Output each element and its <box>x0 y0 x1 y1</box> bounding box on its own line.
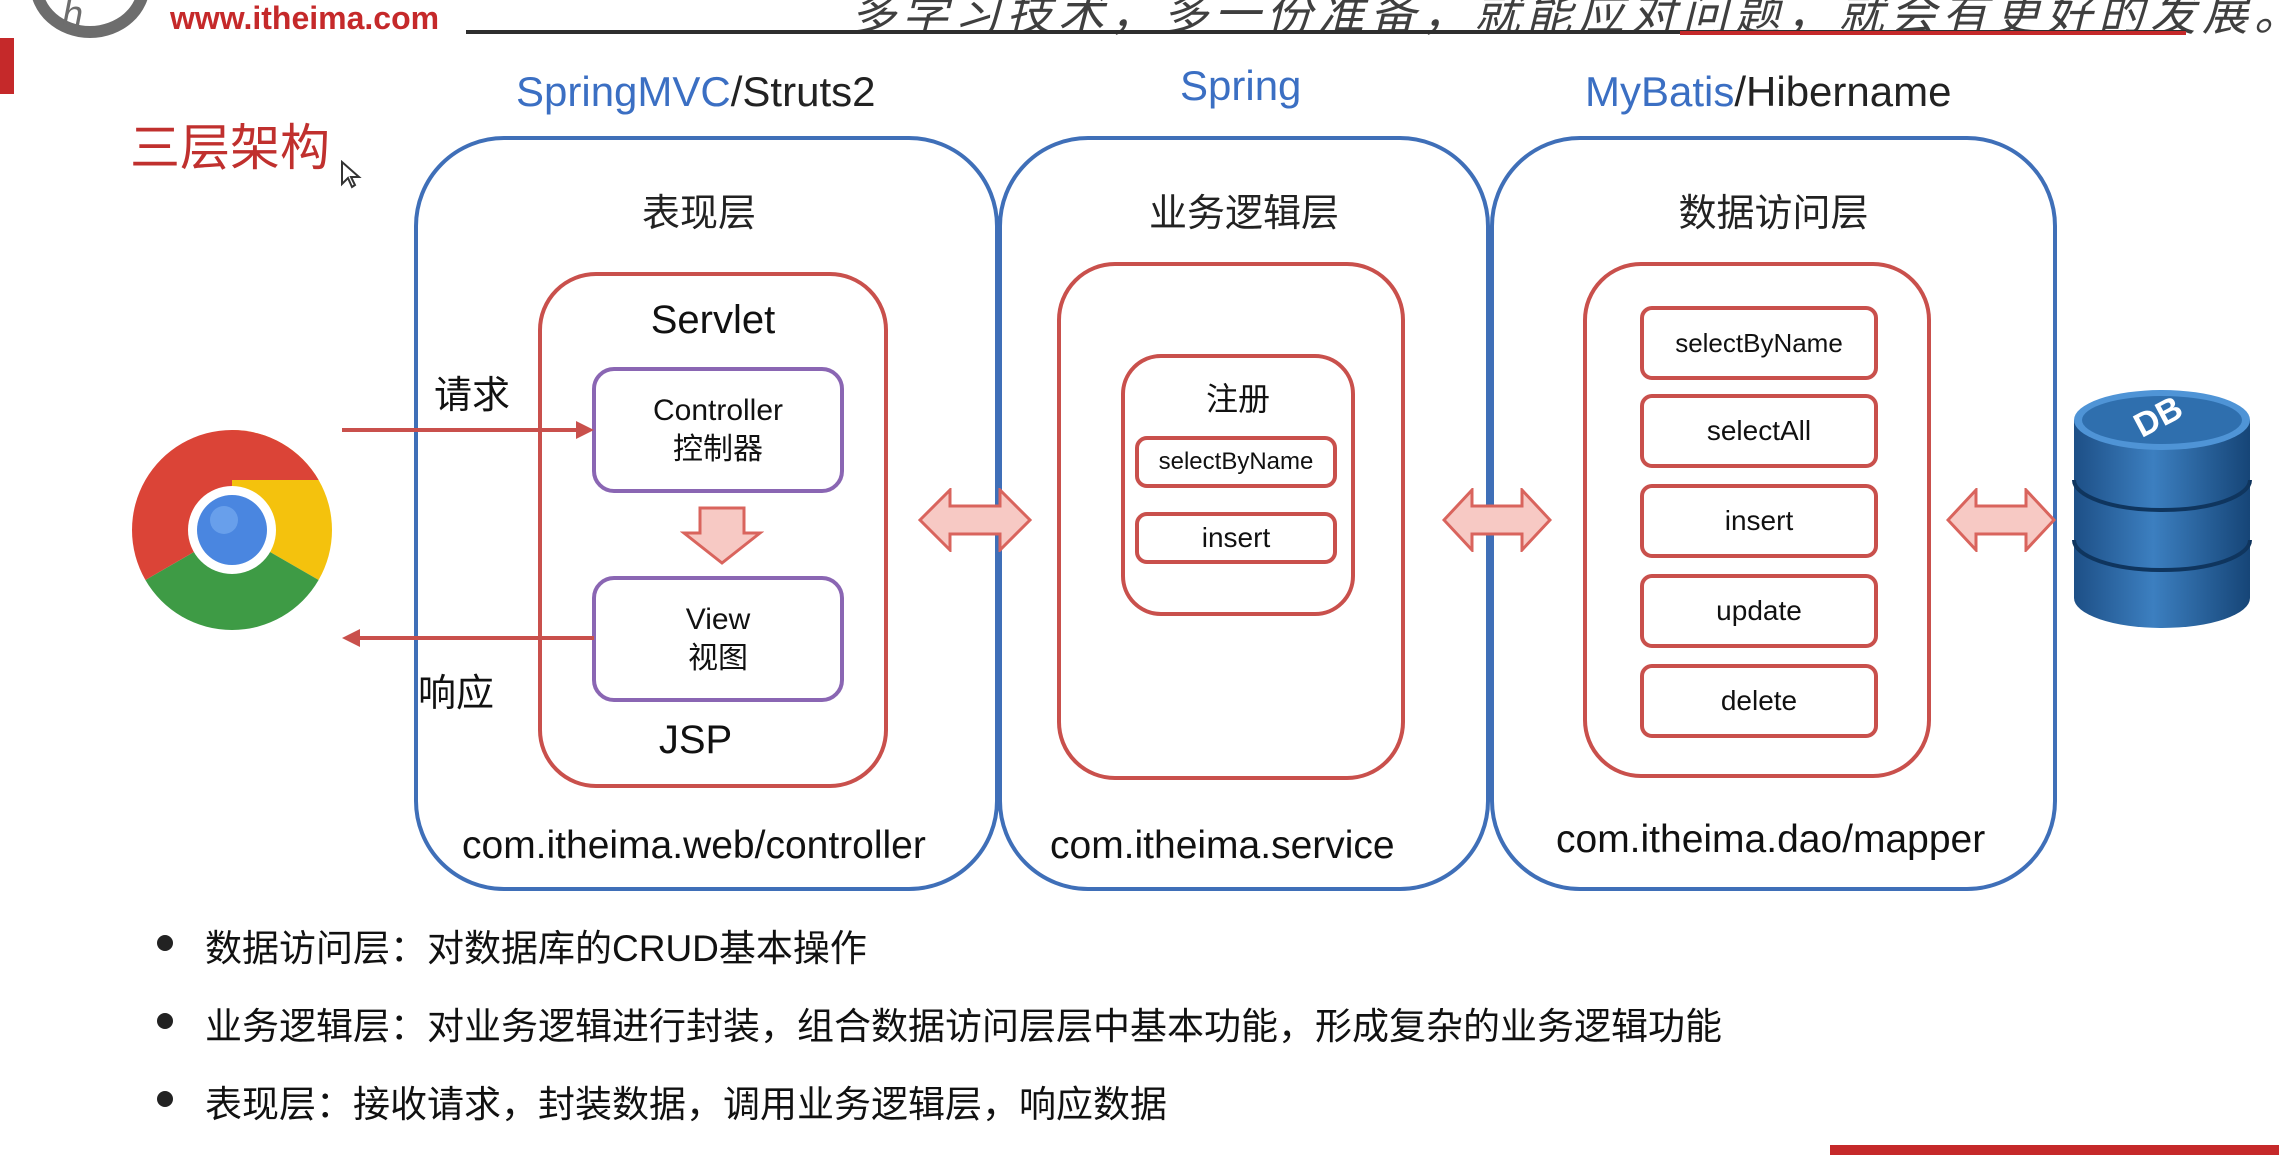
service-method-insert: insert <box>1135 512 1337 564</box>
servlet-container <box>538 272 888 788</box>
chrome-browser-icon <box>132 430 332 630</box>
tech-label-presentation: SpringMVC/Struts2 <box>516 68 875 116</box>
controller-label-en: Controller <box>652 394 784 427</box>
dao-method-selectall: selectAll <box>1640 394 1878 468</box>
presentation-package: com.itheima.web/controller <box>462 824 926 867</box>
controller-label-cn: 控制器 <box>673 433 763 466</box>
double-arrow-icon <box>1946 488 2056 552</box>
logo <box>30 0 150 38</box>
bullet-dot <box>157 935 173 951</box>
service-layer-title: 业务逻辑层 <box>1148 193 1339 235</box>
bullet-service: 业务逻辑层：对业务逻辑进行封装，组合数据访问层层中基本功能，形成复杂的业务逻辑功… <box>205 1006 1722 1047</box>
tech-label-service: Spring <box>1180 62 1301 110</box>
header-divider <box>466 30 2186 34</box>
dao-layer-title: 数据访问层 <box>1678 193 1869 235</box>
dao-method-selectbyname: selectByName <box>1640 306 1878 380</box>
response-label: 响应 <box>418 673 495 715</box>
service-package: com.itheima.service <box>1050 824 1395 867</box>
tech-struts2: /Struts2 <box>730 68 876 115</box>
header-accent-line <box>1680 31 2186 35</box>
dao-method-delete: delete <box>1640 664 1878 738</box>
site-url: www.itheima.com <box>170 0 440 36</box>
view-label-en: View <box>685 603 751 636</box>
down-arrow-icon <box>680 506 764 565</box>
tech-label-dao: MyBatis/Hibername <box>1585 68 1951 116</box>
dao-method-insert: insert <box>1640 484 1878 558</box>
bullet-dot <box>157 1091 173 1107</box>
tech-hibername: /Hibername <box>1734 68 1952 115</box>
register-label: 注册 <box>1205 381 1270 417</box>
double-arrow-icon <box>1442 488 1552 552</box>
bullet-dao: 数据访问层：对数据库的CRUD基本操作 <box>205 928 867 969</box>
tech-spring: Spring <box>1180 62 1302 109</box>
register-group <box>1121 354 1355 616</box>
request-arrow <box>342 421 594 439</box>
response-arrow <box>342 629 594 647</box>
header-red-tab <box>0 38 14 94</box>
page-title: 三层架构 <box>130 119 330 177</box>
controller-box: Controller 控制器 <box>592 367 844 493</box>
database-icon <box>2072 390 2252 628</box>
view-label-cn: 视图 <box>688 642 748 675</box>
jsp-label: JSP <box>658 718 733 762</box>
request-label: 请求 <box>434 375 511 417</box>
bullet-presentation: 表现层：接收请求，封装数据，调用业务逻辑层，响应数据 <box>205 1084 1167 1125</box>
footer-accent-bar <box>1830 1145 2279 1155</box>
bullet-dot <box>157 1013 173 1029</box>
servlet-label: Servlet <box>650 298 776 342</box>
service-method-selectbyname: selectByName <box>1135 436 1337 488</box>
presentation-layer-title: 表现层 <box>641 193 756 235</box>
dao-package: com.itheima.dao/mapper <box>1556 818 1986 861</box>
logo-mark-icon: h <box>62 0 84 36</box>
dao-method-update: update <box>1640 574 1878 648</box>
view-box: View 视图 <box>592 576 844 702</box>
service-container <box>1057 262 1405 780</box>
tech-springmvc: SpringMVC <box>516 68 731 115</box>
double-arrow-icon <box>918 488 1032 552</box>
dao-container <box>1583 262 1931 778</box>
slide-header-title: 多学习技术，多一份准备，就能应对问题，就会有更好的发展。 <box>850 0 2279 40</box>
mouse-cursor-icon <box>341 160 362 189</box>
tech-mybatis: MyBatis <box>1585 68 1735 115</box>
